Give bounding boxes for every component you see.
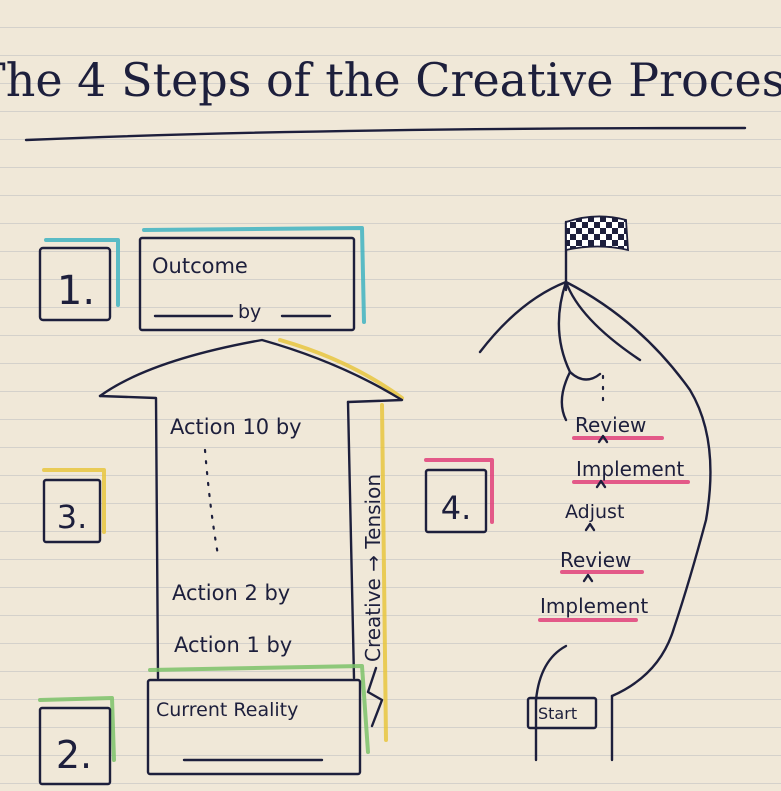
step-4-number: 4.	[441, 489, 472, 527]
step-1-number: 1.	[57, 268, 95, 314]
step-2-marker: 2.	[38, 696, 116, 786]
action-1: Action 1 by	[174, 633, 292, 657]
road-paths	[478, 280, 712, 762]
up-arrow-icon	[98, 338, 404, 742]
start-box: Start	[526, 696, 598, 730]
outcome-box: Outcome by	[138, 226, 366, 332]
outcome-label: Outcome	[152, 254, 248, 278]
step-3-marker: 3.	[42, 468, 106, 544]
creative-tension-label: Creative → Tension	[361, 474, 385, 662]
path-item-5: Implement	[540, 594, 648, 618]
title-underline	[24, 126, 747, 142]
current-reality-label: Current Reality	[156, 699, 298, 721]
step-1-marker: 1.	[38, 238, 120, 322]
path-item-2: Implement	[576, 457, 684, 481]
step-2-number: 2.	[56, 733, 92, 777]
step-3-number: 3.	[57, 498, 88, 536]
step-4-marker: 4.	[424, 458, 494, 534]
lightning-icon	[366, 666, 384, 728]
path-item-3: Adjust	[565, 501, 624, 523]
action-dots	[203, 448, 220, 557]
page-title: The 4 Steps of the Creative Process	[0, 53, 781, 107]
action-10: Action 10 by	[170, 415, 302, 439]
current-reality-box: Current Reality	[146, 664, 370, 776]
path-item-1: Review	[575, 413, 646, 437]
action-2: Action 2 by	[172, 581, 290, 605]
checkered-flag-icon	[564, 215, 629, 292]
path-steps: Review Implement Adjust Review Implement	[538, 413, 690, 622]
outcome-by: by	[238, 301, 261, 323]
start-label: Start	[538, 704, 577, 723]
path-item-4: Review	[560, 548, 631, 572]
